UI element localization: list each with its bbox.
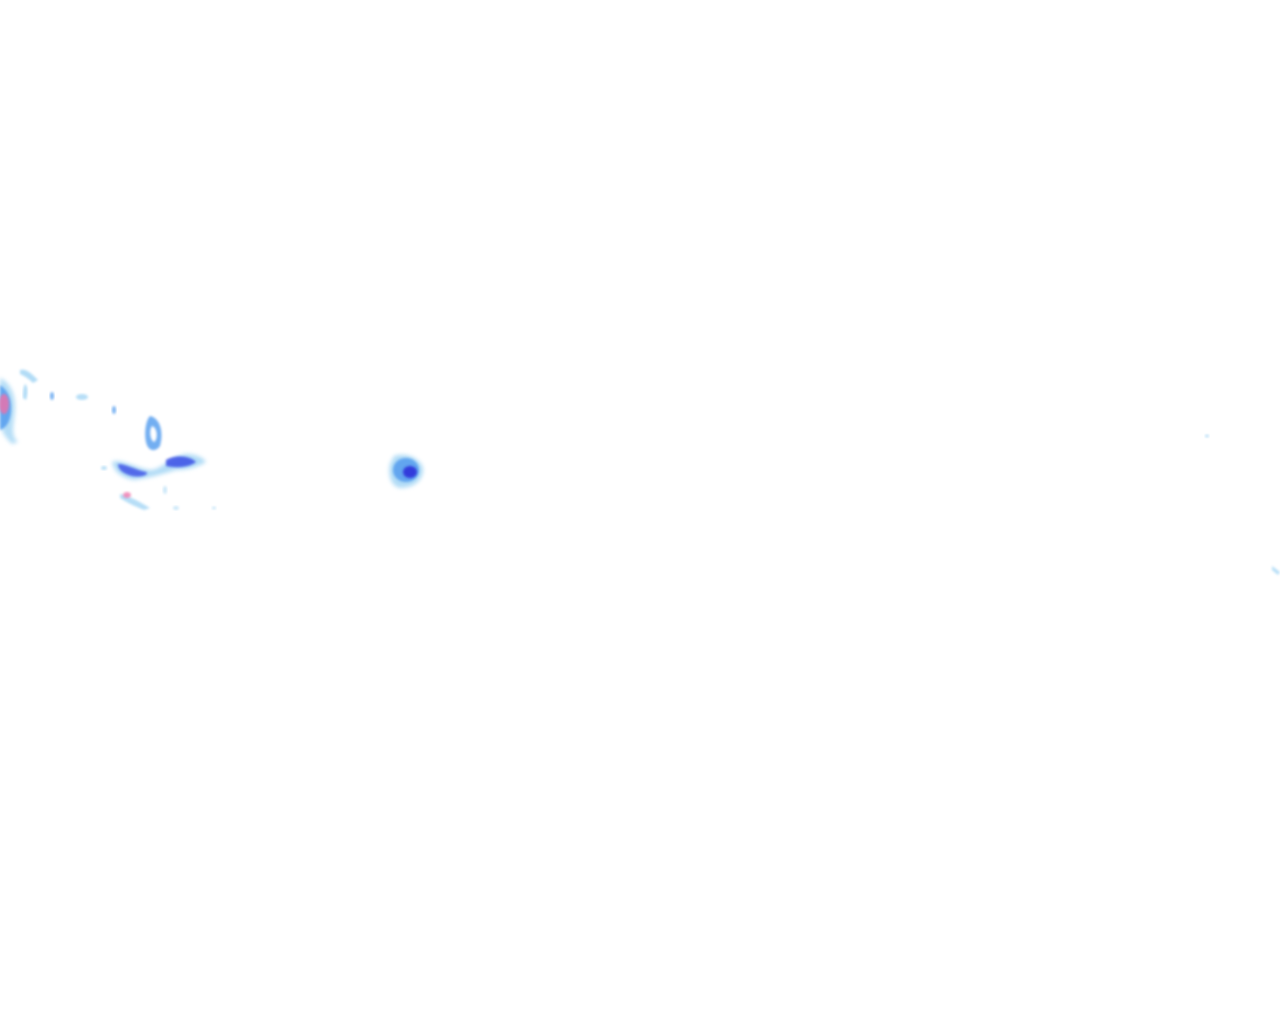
echo-south-core [123, 492, 131, 498]
echo-west-edge-core [0, 394, 9, 414]
echo-south-fleck-1 [163, 486, 167, 494]
echo-cell-nw-1 [20, 369, 38, 383]
echo-ring-cell [145, 416, 162, 451]
echo-south-streak [120, 494, 150, 510]
echo-south-fleck-3 [212, 506, 216, 510]
echo-south-fleck-2 [173, 506, 179, 510]
echo-band-fleck [101, 466, 107, 470]
echo-cell-nw-4 [76, 394, 88, 400]
echo-band-core-west [118, 464, 148, 477]
echo-cell-nw-3 [50, 392, 54, 400]
echo-cell-nw-2 [23, 384, 28, 400]
echo-east-speck-1 [1205, 434, 1209, 438]
echo-isolated-cell-core [403, 466, 417, 478]
echo-east-speck-2 [1272, 566, 1280, 575]
echo-layer [0, 369, 1280, 575]
echo-cell-nw-5 [112, 406, 116, 414]
echo-band-core-east [166, 456, 196, 468]
